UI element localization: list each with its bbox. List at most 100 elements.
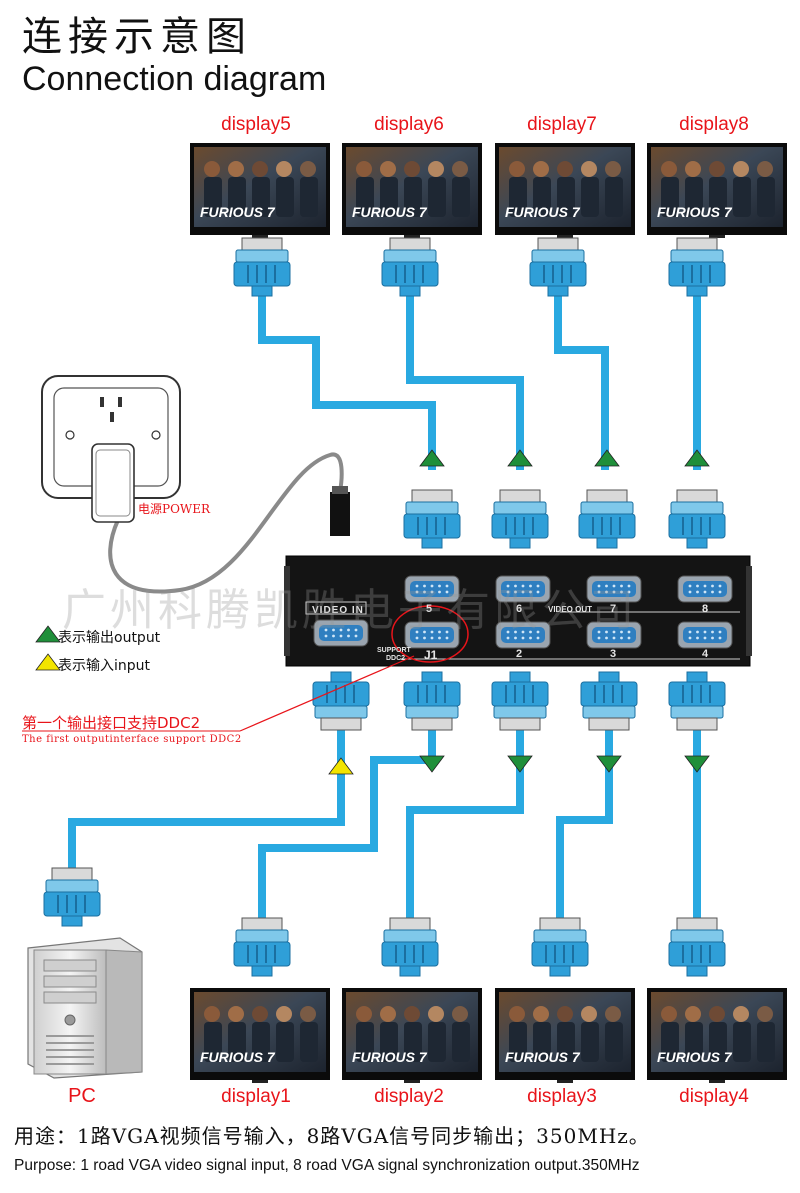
port-socket — [501, 581, 545, 597]
connector-body — [233, 941, 291, 967]
display2-label: display2 — [374, 1086, 444, 1107]
connector-plate — [670, 929, 724, 943]
port-socket — [592, 581, 636, 597]
port-pin — [347, 634, 350, 638]
port-pin — [430, 590, 434, 594]
connector-shell — [588, 717, 630, 731]
power-adapter — [91, 443, 350, 536]
connector-plate — [235, 249, 289, 263]
screen-figure-head — [733, 161, 749, 177]
screen-title: FURIOUS 7 — [657, 204, 733, 220]
port-pin — [354, 628, 358, 632]
port-pin — [605, 630, 608, 634]
socket-hole — [110, 412, 114, 422]
port-pin — [696, 590, 699, 594]
socket-hole — [118, 397, 122, 407]
screen-figure-body — [276, 1022, 294, 1062]
port-pin — [612, 584, 616, 588]
port-pin — [521, 630, 525, 634]
port-number-2: 2 — [516, 648, 523, 660]
connector-body — [233, 261, 291, 287]
screen-figure-body — [733, 1022, 751, 1062]
port-pin — [696, 636, 699, 640]
connector-body — [531, 941, 589, 967]
connector-body — [403, 513, 461, 539]
port-pin — [445, 630, 449, 634]
bottom-monitor-2: FURIOUS 7 — [342, 988, 482, 1083]
connector-plate — [383, 929, 437, 943]
top-display-connector-6 — [381, 237, 439, 297]
port-pin — [332, 634, 335, 638]
connector-shell — [320, 717, 362, 731]
screen-figure-body — [509, 1022, 527, 1062]
port-socket — [410, 627, 454, 643]
screen-figure-head — [733, 1006, 749, 1022]
dc-plug-collar — [332, 486, 348, 494]
connector-plate — [493, 501, 547, 515]
screen-figure-body — [356, 1022, 374, 1062]
screen-figure-head — [581, 1006, 597, 1022]
connector-body — [580, 681, 638, 707]
power-cord — [108, 452, 344, 594]
connector-shell — [676, 237, 718, 251]
connector-boot — [61, 915, 83, 927]
port-socket — [683, 627, 727, 643]
port-pin — [536, 630, 540, 634]
bottom-display-connector-1 — [233, 917, 291, 977]
connector-boot — [251, 285, 273, 297]
port-pin — [711, 590, 714, 594]
port-number-3: 3 — [610, 648, 617, 660]
port-pin — [445, 636, 449, 640]
port-socket — [501, 627, 545, 643]
port-pin — [438, 636, 441, 640]
connector-boot — [421, 537, 443, 549]
power-label: 电源POWER — [138, 502, 211, 516]
monitor-stand — [557, 235, 573, 238]
pc-tower — [27, 937, 143, 1079]
output-port-4 — [677, 621, 733, 649]
ddc-note-en: The first outputinterface support DDC2 — [22, 734, 242, 745]
port-pin — [612, 590, 616, 594]
screen-figure-body — [428, 177, 446, 217]
port-pin — [612, 636, 616, 640]
connector-body — [668, 681, 726, 707]
port-pin — [438, 584, 441, 588]
screen-figure-head — [509, 1006, 525, 1022]
screen-figure-head — [661, 1006, 677, 1022]
output-port-3 — [586, 621, 642, 649]
connector-body — [668, 513, 726, 539]
socket-hole — [65, 430, 75, 440]
connector-shell — [241, 237, 283, 251]
screen-figure-head — [356, 1006, 372, 1022]
display5-label: display5 — [221, 114, 291, 135]
port-number-j1: J1 — [424, 648, 438, 662]
port-pin — [711, 630, 714, 634]
screen-figure-body — [733, 177, 751, 217]
port-socket — [592, 627, 636, 643]
connector-body — [529, 261, 587, 287]
output-port-5 — [404, 575, 460, 603]
connector-plate — [580, 501, 634, 515]
screen-figure-body — [356, 177, 374, 217]
connector-body — [43, 891, 101, 917]
pc-power-button — [64, 1014, 76, 1026]
bottom-display-connector-3 — [531, 917, 589, 977]
screen-figure-head — [452, 161, 468, 177]
screen-figure-head — [428, 1006, 444, 1022]
output-arrow-bottom-3 — [596, 755, 622, 773]
port-pin — [423, 584, 426, 588]
port-pin — [620, 584, 623, 588]
connector-shell — [676, 489, 718, 503]
screen-figure-head — [252, 1006, 268, 1022]
connector-shell — [389, 917, 431, 931]
port-pin — [430, 636, 434, 640]
connector-body — [578, 513, 636, 539]
video-in-label: VIDEO IN — [312, 605, 364, 616]
purpose-cn: 用途：1路VGA视频信号输入，8路VGA信号同步输出；350MHz。 — [14, 1124, 650, 1148]
port-pin — [354, 634, 358, 638]
port-pin — [696, 584, 699, 588]
screen-figure-body — [661, 1022, 679, 1062]
output-arrow-bottom-2 — [507, 755, 533, 773]
